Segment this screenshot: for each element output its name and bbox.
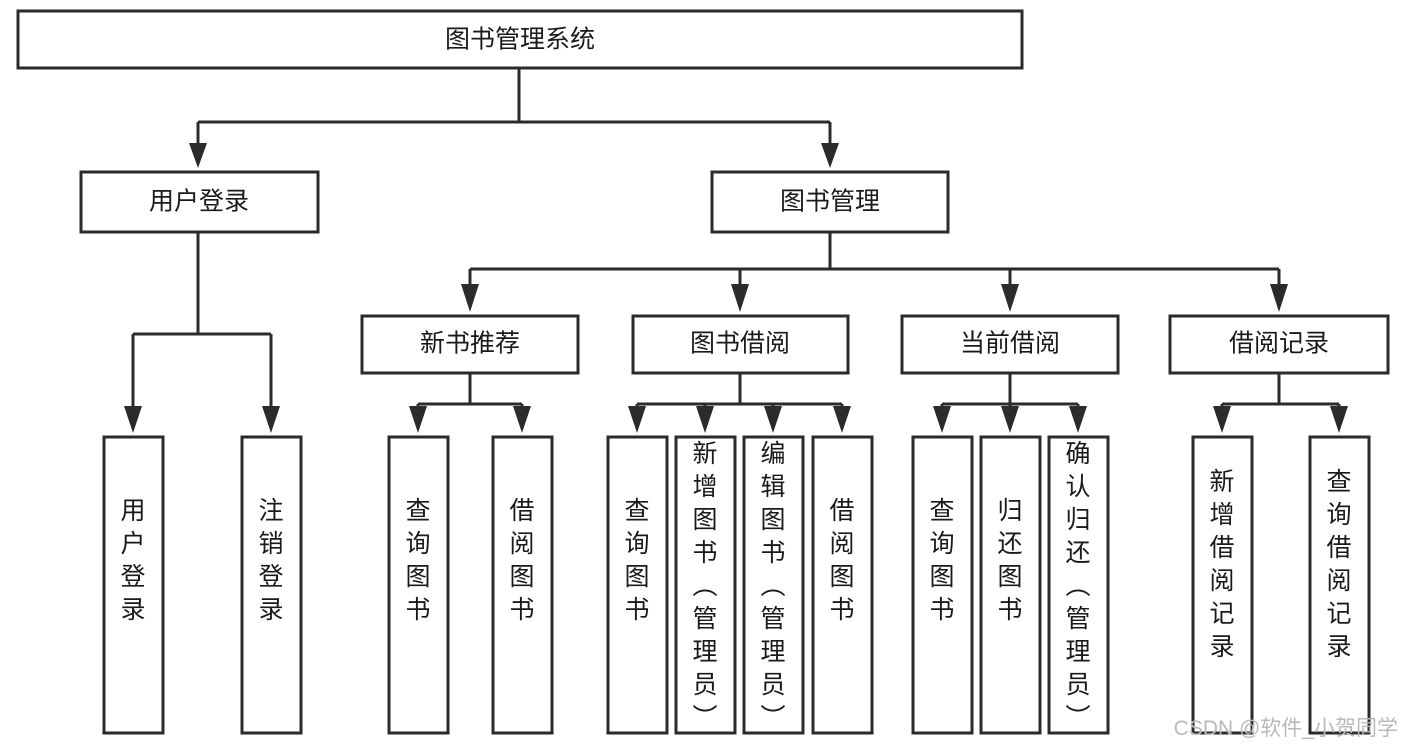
node-leaf-query-book-3-label: 查询图书 — [929, 497, 954, 624]
arrow-to-leaf-user-logout — [262, 406, 280, 433]
node-leaf-add-record-label: 新增借阅记录 — [1209, 468, 1234, 661]
node-borrow-record[interactable]: 借阅记录 — [1168, 314, 1390, 375]
arrow-to-new-book-recommend — [461, 284, 479, 312]
node-leaf-confirm-return-label: 确认归还︵管理员︶ — [1065, 440, 1090, 732]
node-leaf-query-book-3-box[interactable] — [911, 435, 974, 735]
node-leaf-user-logout[interactable]: 注销登录 — [240, 435, 303, 735]
arrow-to-leaf-return-book — [1001, 406, 1019, 433]
node-book-manage-box[interactable] — [710, 170, 950, 234]
node-book-borrow[interactable]: 图书借阅 — [631, 314, 850, 375]
node-leaf-add-book[interactable]: 新增图书︵管理员︶ — [674, 435, 737, 735]
node-leaf-return-book-label: 归还图书 — [997, 497, 1022, 624]
arrow-to-current-borrow — [1001, 284, 1019, 312]
connector-group-current-borrow — [933, 373, 1087, 433]
node-leaf-query-book-1-box[interactable] — [387, 435, 450, 735]
arrow-to-book-manage — [821, 143, 839, 168]
node-borrow-record-label: 借阅记录 — [1229, 330, 1329, 358]
node-leaf-query-book-1-label: 查询图书 — [405, 497, 430, 624]
arrow-to-leaf-borrow-book-2 — [833, 406, 851, 433]
node-leaf-borrow-book-2-box[interactable] — [811, 435, 874, 735]
connector-group-borrow-record — [1213, 373, 1348, 433]
node-leaf-edit-book-box[interactable] — [742, 435, 805, 735]
node-leaf-borrow-book-1[interactable]: 借阅图书 — [491, 435, 554, 735]
arrow-to-leaf-confirm-return — [1069, 406, 1087, 433]
node-book-manage-label: 图书管理 — [780, 188, 880, 216]
node-book-borrow-box[interactable] — [631, 314, 850, 375]
node-leaf-user-login-box[interactable] — [102, 435, 165, 735]
node-user-login-label: 用户登录 — [149, 188, 249, 216]
node-user-login[interactable]: 用户登录 — [79, 170, 320, 234]
arrow-to-book-borrow — [731, 284, 749, 312]
node-new-book-recommend-box[interactable] — [360, 314, 580, 375]
node-leaf-query-book-2[interactable]: 查询图书 — [606, 435, 669, 735]
node-leaf-query-book-2-box[interactable] — [606, 435, 669, 735]
node-root-label: 图书管理系统 — [445, 26, 595, 54]
connector-group-user-login — [124, 232, 280, 433]
node-current-borrow-label: 当前借阅 — [960, 330, 1060, 358]
node-user-login-box[interactable] — [79, 170, 320, 234]
node-leaf-borrow-book-1-label: 借阅图书 — [509, 497, 534, 624]
node-leaf-query-record-label: 查询借阅记录 — [1326, 468, 1351, 661]
node-current-borrow-box[interactable] — [900, 314, 1120, 375]
arrow-to-leaf-add-book — [696, 406, 714, 433]
node-leaf-return-book[interactable]: 归还图书 — [979, 435, 1042, 735]
node-leaf-query-record-box[interactable] — [1308, 435, 1371, 735]
node-leaf-add-record-box[interactable] — [1191, 435, 1254, 735]
node-book-manage[interactable]: 图书管理 — [710, 170, 950, 234]
arrow-to-borrow-record — [1270, 284, 1288, 312]
node-root[interactable]: 图书管理系统 — [16, 9, 1024, 70]
node-leaf-borrow-book-2-label: 借阅图书 — [829, 497, 854, 624]
node-leaf-query-book-3[interactable]: 查询图书 — [911, 435, 974, 735]
node-leaf-add-record[interactable]: 新增借阅记录 — [1191, 435, 1254, 735]
arrow-to-leaf-query-book-3 — [933, 406, 951, 433]
node-leaf-add-book-label: 新增图书︵管理员︶ — [692, 440, 717, 732]
arrow-to-leaf-borrow-book-1 — [513, 406, 531, 433]
node-new-book-recommend-label: 新书推荐 — [420, 330, 520, 358]
node-leaf-user-login-label: 用户登录 — [120, 497, 145, 624]
node-root-box[interactable] — [16, 9, 1024, 70]
arrow-to-leaf-edit-book — [764, 406, 782, 433]
node-book-borrow-label: 图书借阅 — [690, 330, 790, 358]
node-new-book-recommend[interactable]: 新书推荐 — [360, 314, 580, 375]
node-leaf-borrow-book-2[interactable]: 借阅图书 — [811, 435, 874, 735]
node-leaf-borrow-book-1-box[interactable] — [491, 435, 554, 735]
node-leaf-return-book-box[interactable] — [979, 435, 1042, 735]
node-current-borrow[interactable]: 当前借阅 — [900, 314, 1120, 375]
node-leaf-user-login[interactable]: 用户登录 — [102, 435, 165, 735]
node-leaf-user-logout-label: 注销登录 — [258, 497, 283, 624]
node-leaf-query-record[interactable]: 查询借阅记录 — [1308, 435, 1371, 735]
node-leaf-confirm-return-box[interactable] — [1047, 435, 1110, 735]
node-leaf-add-book-box[interactable] — [674, 435, 737, 735]
node-leaf-query-book-1[interactable]: 查询图书 — [387, 435, 450, 735]
node-leaf-edit-book-label: 编辑图书︵管理员︶ — [760, 440, 785, 732]
connector-group-root — [189, 68, 839, 168]
arrow-to-leaf-query-book-1 — [409, 406, 427, 433]
connector-group-book-borrow — [628, 373, 851, 433]
node-borrow-record-box[interactable] — [1168, 314, 1390, 375]
node-leaf-user-logout-box[interactable] — [240, 435, 303, 735]
node-leaf-edit-book[interactable]: 编辑图书︵管理员︶ — [742, 435, 805, 735]
connector-group-book-manage — [461, 232, 1288, 312]
arrow-to-leaf-query-record — [1330, 406, 1348, 433]
connector-group-new-book-recommend — [409, 373, 531, 433]
watermark-label: CSDN @软件_小贺同学 — [1174, 717, 1398, 740]
arrow-to-leaf-query-book-2 — [628, 406, 646, 433]
arrow-to-leaf-user-login — [124, 406, 142, 433]
node-leaf-confirm-return[interactable]: 确认归还︵管理员︶ — [1047, 435, 1110, 735]
arrow-to-user-login — [189, 143, 207, 168]
arrow-to-leaf-add-record — [1213, 406, 1231, 433]
node-leaf-query-book-2-label: 查询图书 — [624, 497, 649, 624]
